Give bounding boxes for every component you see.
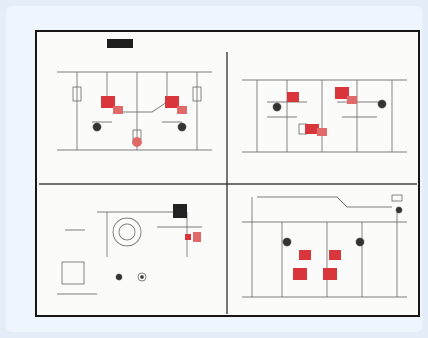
component-red [185,234,191,240]
schematic-board [35,30,420,317]
schematic-drawing [39,52,417,314]
component-red [305,124,319,134]
component-red [335,87,349,99]
brand-logo [107,38,133,48]
component-dark [173,204,187,218]
image-frame [6,6,422,332]
component-red [132,137,142,147]
board-title-strip [107,37,347,49]
panel-4-circuit [242,194,407,298]
component-red [101,96,115,108]
component-red [113,106,123,114]
component-red [323,268,337,280]
component-red [293,268,307,280]
component-red [287,92,299,102]
component-red [347,96,357,104]
component-red [317,128,327,136]
component-red [165,96,179,108]
panel-2-circuit [242,79,407,153]
panel-3-circuit [57,211,202,295]
component-red [299,250,311,260]
component-red [193,232,201,242]
component-red [329,250,341,260]
panel-1-circuit [57,71,212,151]
component-red [177,106,187,114]
